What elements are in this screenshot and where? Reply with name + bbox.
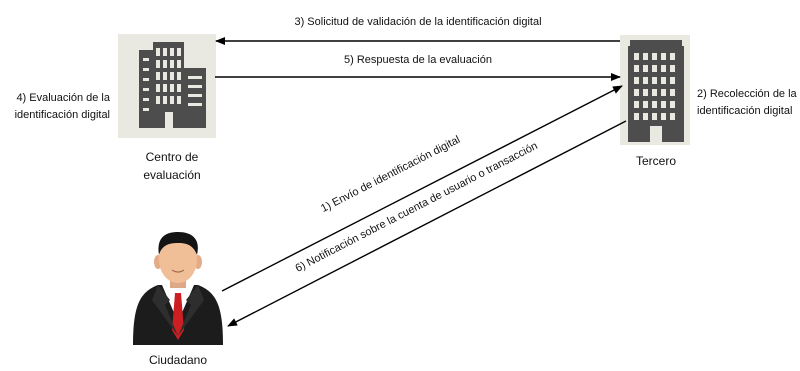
collection-note-line2: identificación digital bbox=[697, 105, 792, 117]
collection-note-line1: 2) Recolección de la bbox=[697, 88, 798, 100]
building-windows bbox=[634, 53, 675, 142]
smile bbox=[171, 269, 185, 273]
third-party-building-icon bbox=[620, 35, 690, 145]
evaluation-note-line1: 4) Evaluación de la bbox=[16, 92, 110, 104]
hair bbox=[158, 232, 198, 255]
building-windows bbox=[143, 48, 202, 128]
evaluation-center-building-icon bbox=[118, 34, 216, 138]
red-tie bbox=[172, 293, 184, 340]
building-roof bbox=[630, 40, 682, 48]
arrow-step6-notification bbox=[227, 120, 627, 327]
third-party-caption: Tercero bbox=[636, 154, 676, 168]
face bbox=[159, 237, 197, 283]
step1-label: 1) Envío de identificación digital bbox=[319, 134, 462, 215]
arrow-step1-submission bbox=[221, 85, 623, 292]
evaluation-note-line2: identificación digital bbox=[15, 109, 110, 121]
citizen-avatar-icon bbox=[133, 232, 223, 345]
evaluation-center-caption-line1: Centro de bbox=[146, 150, 199, 164]
building-right-wing bbox=[184, 68, 206, 128]
citizen-caption: Ciudadano bbox=[149, 353, 207, 367]
lapel-left bbox=[152, 285, 178, 336]
evaluation-center-caption-line2: evaluación bbox=[143, 168, 200, 182]
step3-label: 3) Solicitud de validación de la identif… bbox=[294, 16, 541, 28]
step5-label: 5) Respuesta de la evaluación bbox=[344, 54, 492, 66]
lapel-right bbox=[178, 285, 204, 336]
